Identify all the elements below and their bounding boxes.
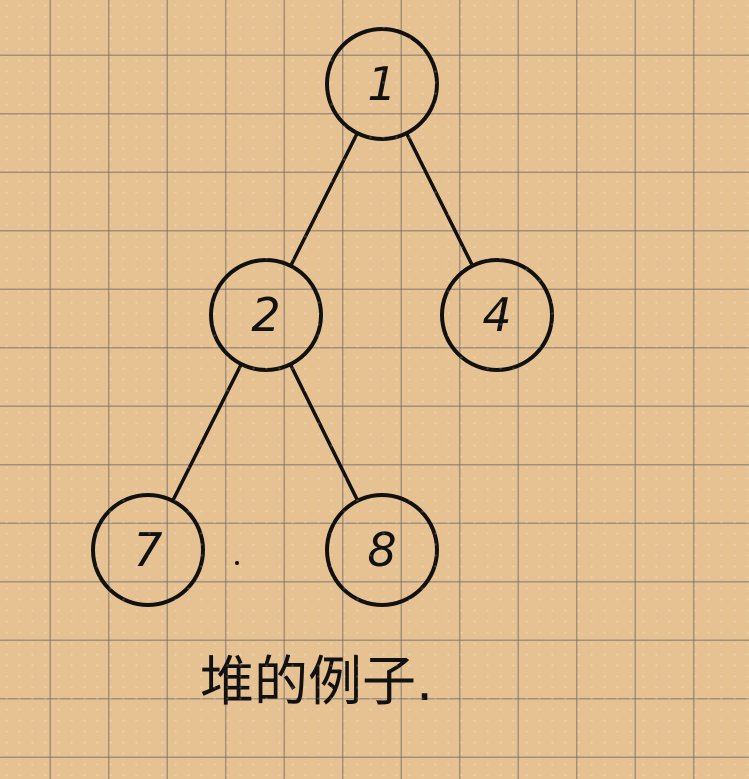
- tree-node-7: 7: [91, 493, 205, 607]
- node-circle: [440, 258, 554, 372]
- node-label: 8: [367, 523, 396, 577]
- node-circle: [91, 493, 205, 607]
- edge-n2-n8: [288, 362, 360, 503]
- tree-node-2: 2: [209, 258, 323, 372]
- node-label: 7: [133, 523, 162, 577]
- node-circle: [325, 493, 439, 607]
- node-circle: [325, 27, 439, 141]
- edge-n2-n7: [170, 362, 244, 503]
- node-circle: [209, 258, 323, 372]
- stray-dot: [235, 561, 239, 565]
- caption-text: 堆的例子.: [200, 650, 433, 713]
- tree-node-8: 8: [325, 493, 439, 607]
- tree-node-1: 1: [325, 27, 439, 141]
- node-label: 4: [482, 288, 511, 342]
- edge-n1-n2: [288, 131, 360, 268]
- edge-n1-n4: [404, 131, 475, 268]
- edges-layer: [170, 131, 475, 503]
- node-label: 2: [251, 288, 280, 342]
- tree-node-4: 4: [440, 258, 554, 372]
- nodes-layer: 1 2 4 7 8: [91, 27, 554, 607]
- node-label: 1: [367, 57, 396, 111]
